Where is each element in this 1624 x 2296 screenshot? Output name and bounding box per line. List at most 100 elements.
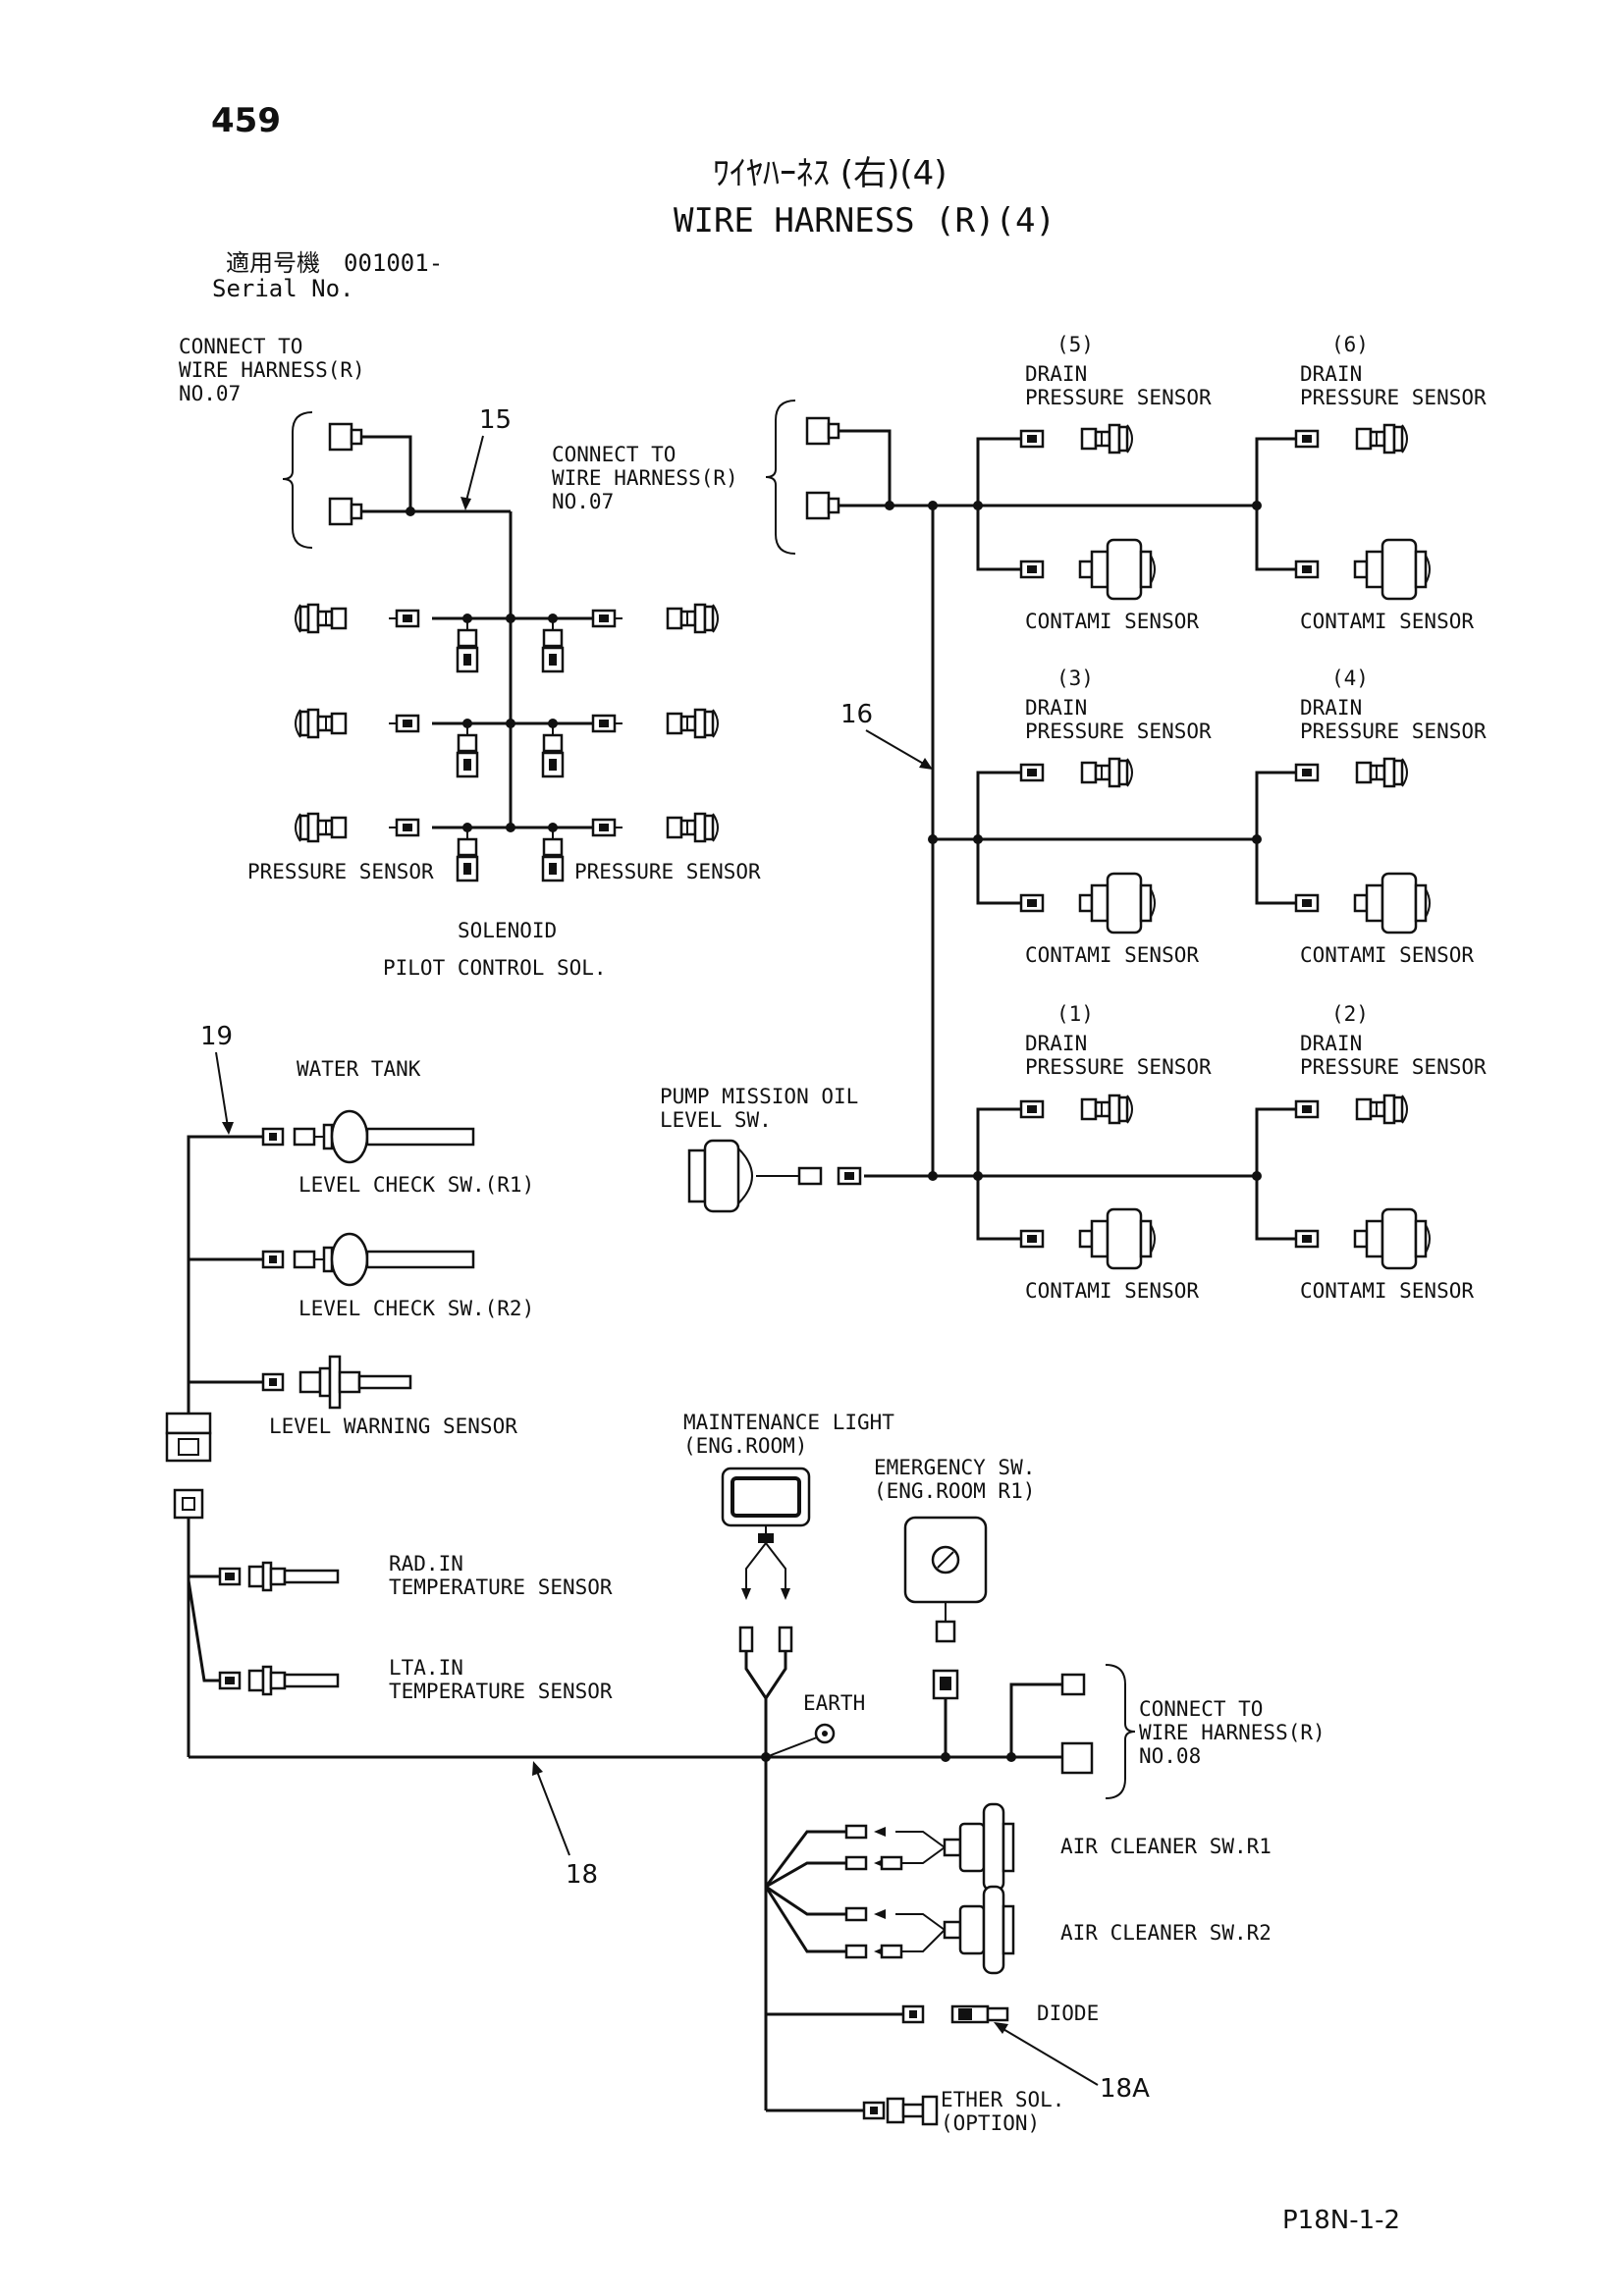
maint-light-label-1: MAINTENANCE LIGHT [683, 1411, 894, 1434]
pressure-label-4: PRESSURE SENSOR [1300, 720, 1487, 743]
group-label-6: (6) [1331, 333, 1369, 356]
rad-in-label-1: RAD.IN [389, 1552, 463, 1575]
earth-terminal [765, 1723, 836, 1758]
air-cleaner-switch-r1-wiring [764, 1824, 946, 1889]
air-cleaner-switch-r2-wiring [764, 1885, 946, 1959]
emergency-sw-label-2: (ENG.ROOM R1) [874, 1479, 1035, 1503]
pressure-label-6: PRESSURE SENSOR [1300, 386, 1487, 409]
rad-in-temperature-sensor [218, 1561, 340, 1592]
solenoid-connector-2 [541, 616, 565, 673]
h15-connector-bottom [328, 497, 363, 526]
pressure-sensor-left-3 [294, 812, 420, 843]
drain-pressure-sensor-5 [1011, 423, 1134, 454]
drain-pressure-sensor-6 [1286, 423, 1409, 454]
solenoid-connector-1 [456, 616, 479, 673]
h15-ref: 15 [479, 405, 512, 435]
pressure-sensor-left-1 [294, 603, 420, 634]
solenoid-connector-5 [456, 826, 479, 882]
serial-label-en: Serial No. [212, 275, 354, 302]
contami-label-2: CONTAMI SENSOR [1300, 1279, 1474, 1303]
h18-connect-line1: CONNECT TO [1139, 1697, 1263, 1721]
drain-pressure-sensor-4 [1286, 757, 1409, 788]
h19-ref: 19 [200, 1022, 233, 1051]
drain-label-1: DRAIN [1025, 1032, 1087, 1055]
group-label-3: (3) [1056, 667, 1094, 690]
contami-label-3: CONTAMI SENSOR [1025, 943, 1199, 967]
serial-value: 001001- [344, 249, 443, 277]
pump-mission-line2: LEVEL SW. [660, 1108, 772, 1132]
solenoid-connector-6 [541, 826, 565, 882]
pressure-sensor-label-right: PRESSURE SENSOR [574, 860, 761, 883]
serial-label-jp: 適用号機 [226, 249, 320, 277]
drain-pressure-sensor-2 [1286, 1094, 1409, 1125]
h16-connector-top [805, 416, 840, 446]
contami-sensor-5 [1011, 538, 1157, 601]
drain-label-4: DRAIN [1300, 696, 1362, 720]
page-number: 459 [211, 101, 281, 140]
h18-ref: 18 [566, 1860, 598, 1890]
contami-label-1: CONTAMI SENSOR [1025, 1279, 1199, 1303]
footer-code: P18N-1-2 [1282, 2206, 1400, 2235]
h18-connect-line3: NO.08 [1139, 1744, 1201, 1768]
rad-in-label-2: TEMPERATURE SENSOR [389, 1575, 613, 1599]
h16-connector-bottom [805, 491, 840, 520]
h15-connect-line3: NO.07 [179, 382, 241, 405]
pressure-sensor-left-2 [294, 708, 420, 739]
drain-label-5: DRAIN [1025, 362, 1087, 386]
emergency-switch [903, 1516, 988, 1757]
emergency-sw-label-1: EMERGENCY SW. [874, 1456, 1035, 1479]
contami-sensor-1 [1011, 1207, 1157, 1270]
pressure-sensor-right-3 [591, 812, 720, 843]
level-check-switch-r1 [261, 1109, 475, 1164]
h19-h18-junction-connector [165, 1412, 212, 1520]
contami-sensor-3 [1011, 872, 1157, 934]
contami-label-4: CONTAMI SENSOR [1300, 943, 1474, 967]
pump-mission-level-switch [687, 1139, 862, 1213]
group-label-2: (2) [1331, 1002, 1369, 1026]
pilot-control-label: PILOT CONTROL SOL. [383, 956, 607, 980]
maint-light-label-2: (ENG.ROOM) [683, 1434, 807, 1458]
level-check-r2-label: LEVEL CHECK SW.(R2) [298, 1297, 534, 1320]
air-cleaner-switch-r2 [943, 1885, 1015, 1975]
drain-label-3: DRAIN [1025, 696, 1087, 720]
group-label-5: (5) [1056, 333, 1094, 356]
air-cleaner-switch-r1 [943, 1802, 1015, 1893]
water-tank-label: WATER TANK [297, 1057, 421, 1081]
level-warning-sensor [261, 1355, 412, 1410]
lta-in-label-1: LTA.IN [389, 1656, 463, 1680]
contami-label-5: CONTAMI SENSOR [1025, 610, 1199, 633]
h15-connector-top [328, 422, 363, 452]
diode [901, 2004, 1009, 2024]
group-label-4: (4) [1331, 667, 1369, 690]
pressure-sensor-right-2 [591, 708, 720, 739]
harness-16-group: CONNECT TO WIRE HARNESS(R) NO.07 16 [552, 333, 1487, 1303]
drain-pressure-sensor-1 [1011, 1094, 1134, 1125]
drain-label-2: DRAIN [1300, 1032, 1362, 1055]
contami-sensor-6 [1286, 538, 1432, 601]
pressure-sensor-right-1 [591, 603, 720, 634]
harness-15-group: CONNECT TO WIRE HARNESS(R) NO.07 15 [179, 335, 761, 980]
h15-connect-line2: WIRE HARNESS(R) [179, 358, 365, 382]
earth-label: EARTH [803, 1691, 865, 1715]
drain-label-6: DRAIN [1300, 362, 1362, 386]
h16-connect-line2: WIRE HARNESS(R) [552, 466, 738, 490]
pressure-label-5: PRESSURE SENSOR [1025, 386, 1212, 409]
solenoid-connector-3 [456, 721, 479, 778]
title-japanese: ﾜｲﾔﾊｰﾈｽ (右)(4) [713, 154, 947, 193]
h18a-ref: 18A [1100, 2074, 1150, 2104]
h18-connector-bottom [1060, 1741, 1094, 1775]
ether-solenoid [862, 2095, 939, 2126]
air-cleaner-r1-label: AIR CLEANER SW.R1 [1060, 1835, 1272, 1858]
pump-mission-line1: PUMP MISSION OIL [660, 1085, 858, 1108]
lta-in-temperature-sensor [218, 1665, 340, 1696]
lta-in-label-2: TEMPERATURE SENSOR [389, 1680, 613, 1703]
solenoid-label: SOLENOID [458, 919, 557, 942]
group-label-1: (1) [1056, 1002, 1094, 1026]
h18-connect-line2: WIRE HARNESS(R) [1139, 1721, 1326, 1744]
air-cleaner-r2-label: AIR CLEANER SW.R2 [1060, 1921, 1272, 1945]
contami-label-6: CONTAMI SENSOR [1300, 610, 1474, 633]
pressure-label-3: PRESSURE SENSOR [1025, 720, 1212, 743]
h16-ref: 16 [840, 700, 873, 729]
h16-connect-line1: CONNECT TO [552, 443, 676, 466]
